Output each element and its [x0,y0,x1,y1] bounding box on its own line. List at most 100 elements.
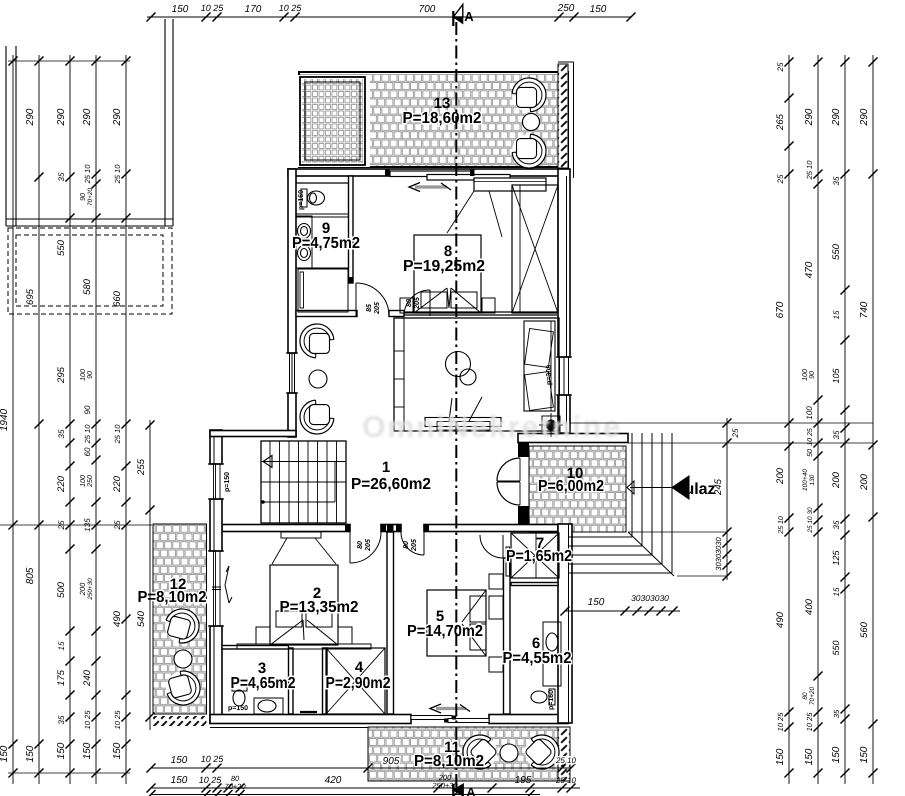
svg-text:25: 25 [57,520,66,530]
svg-text:4: 4 [355,659,364,676]
svg-text:150: 150 [588,597,605,608]
svg-text:35: 35 [57,715,66,724]
svg-text:P=1,65m2: P=1,65m2 [506,548,572,565]
svg-text:90: 90 [83,405,92,414]
svg-text:170: 170 [245,4,262,15]
svg-text:200: 200 [78,582,87,596]
svg-text:P=13,35m2: P=13,35m2 [280,599,359,616]
svg-text:90: 90 [80,193,87,201]
svg-text:10 25: 10 25 [201,754,225,764]
svg-text:670: 670 [775,301,786,318]
svg-text:490: 490 [112,610,123,627]
svg-text:P=8,10m2: P=8,10m2 [414,753,484,770]
svg-text:220: 220 [112,475,123,493]
svg-text:205: 205 [414,297,421,310]
svg-text:100+40: 100+40 [802,469,809,491]
svg-text:2: 2 [313,585,321,602]
svg-text:100: 100 [80,475,87,487]
svg-text:P=6,00m2: P=6,00m2 [538,478,604,495]
svg-text:200: 200 [438,773,452,782]
svg-text:255: 255 [136,458,147,476]
svg-text:80: 80 [403,541,410,549]
svg-text:P=26,60m2: P=26,60m2 [351,476,431,493]
svg-text:205: 205 [365,539,372,552]
svg-text:290: 290 [82,108,93,126]
svg-text:150: 150 [859,746,870,763]
svg-text:P=18,60m2: P=18,60m2 [403,110,482,127]
svg-text:30303030: 30303030 [631,593,669,603]
svg-text:130: 130 [809,474,816,485]
svg-text:135: 135 [83,518,92,532]
svg-text:35: 35 [832,520,841,529]
svg-text:245: 245 [713,478,724,496]
svg-text:660: 660 [112,290,123,307]
svg-text:5: 5 [436,608,444,625]
svg-text:100: 100 [80,369,87,381]
svg-text:150: 150 [56,742,67,759]
svg-text:25 10: 25 10 [555,776,577,785]
svg-text:60: 60 [83,447,92,456]
svg-text:400: 400 [804,598,815,615]
svg-text:p=150: p=150 [228,705,248,712]
svg-text:P=18,60m2: P=18,60m2 [403,110,482,127]
svg-text:150: 150 [82,742,93,759]
svg-text:290: 290 [831,108,842,126]
svg-text:70+20: 70+20 [809,686,816,705]
svg-text:25 10: 25 10 [555,756,577,765]
svg-text:A: A [464,9,474,24]
svg-text:1940: 1940 [0,408,10,431]
svg-text:25: 25 [731,428,740,438]
svg-text:540: 540 [136,610,147,627]
svg-text:50: 50 [807,449,814,457]
svg-text:550: 550 [831,640,841,655]
svg-text:150: 150 [804,748,815,765]
svg-text:90: 90 [87,371,94,379]
svg-text:125: 125 [831,550,841,566]
svg-text:10 25: 10 25 [805,712,814,732]
svg-text:10 25: 10 25 [776,712,785,732]
svg-text:25 10: 25 10 [83,424,92,445]
svg-text:150: 150 [172,4,189,15]
svg-text:P=8,10m2: P=8,10m2 [138,589,207,606]
svg-text:740: 740 [859,301,870,318]
svg-text:25 10: 25 10 [555,756,577,765]
svg-text:P=2,90m2: P=2,90m2 [326,675,391,692]
svg-text:10 25: 10 25 [113,710,122,730]
svg-text:290: 290 [859,108,870,126]
svg-text:150: 150 [171,755,188,766]
svg-text:290: 290 [804,108,815,126]
svg-text:420: 420 [325,775,342,786]
svg-text:150: 150 [171,755,188,766]
svg-text:250+30: 250+30 [87,578,94,601]
svg-text:100: 100 [802,369,809,381]
svg-text:470: 470 [804,261,815,278]
svg-text:240: 240 [82,669,93,687]
svg-text:200: 200 [859,473,870,491]
svg-text:195: 195 [515,775,532,786]
svg-text:25: 25 [776,62,785,72]
svg-text:P=4,55m2: P=4,55m2 [503,650,572,667]
svg-text:10 25: 10 25 [83,710,92,730]
svg-text:P=19,25m2: P=19,25m2 [403,258,485,275]
svg-text:550: 550 [56,239,67,256]
svg-text:250: 250 [87,475,94,488]
svg-text:25 10: 25 10 [778,516,785,535]
svg-text:200: 200 [831,471,842,489]
svg-text:150: 150 [775,748,786,765]
svg-text:25: 25 [113,520,122,530]
svg-text:30303030: 30303030 [714,536,723,570]
svg-text:250: 250 [557,3,575,14]
svg-text:13: 13 [434,95,451,112]
svg-text:490: 490 [775,611,786,628]
svg-text:p=150: p=150 [224,472,231,492]
svg-text:25 10: 25 10 [113,424,122,445]
svg-text:580: 580 [82,278,93,295]
svg-text:205: 205 [374,302,381,315]
svg-text:10 25: 10 25 [201,754,225,764]
svg-text:290: 290 [25,108,36,126]
svg-text:P=14,70m2: P=14,70m2 [407,623,483,640]
svg-text:10: 10 [567,465,584,482]
svg-text:100: 100 [805,406,814,420]
svg-text:905: 905 [383,756,400,767]
svg-text:P=14,70m2: P=14,70m2 [407,623,483,640]
